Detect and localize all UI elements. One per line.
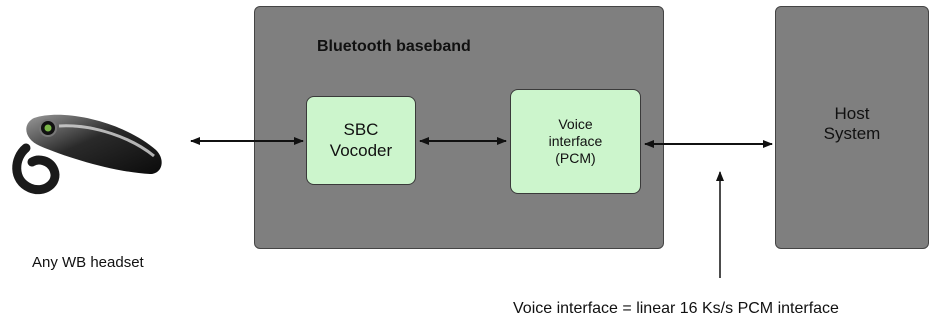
headset-label: Any WB headset xyxy=(32,254,144,271)
host-system-label: Host System xyxy=(823,104,881,144)
voice-interface-pcm-block: Voice interface (PCM) xyxy=(510,89,641,194)
voice-interface-label: Voice interface (PCM) xyxy=(548,116,603,166)
headset-image xyxy=(12,114,162,195)
host-system-block: Host System xyxy=(775,6,929,249)
sbc-vocoder-block: SBC Vocoder xyxy=(306,96,416,185)
sbc-vocoder-label: SBC Vocoder xyxy=(329,120,393,160)
voice-interface-note: Voice interface = linear 16 Ks/s PCM int… xyxy=(513,300,839,317)
baseband-title: Bluetooth baseband xyxy=(317,38,471,55)
